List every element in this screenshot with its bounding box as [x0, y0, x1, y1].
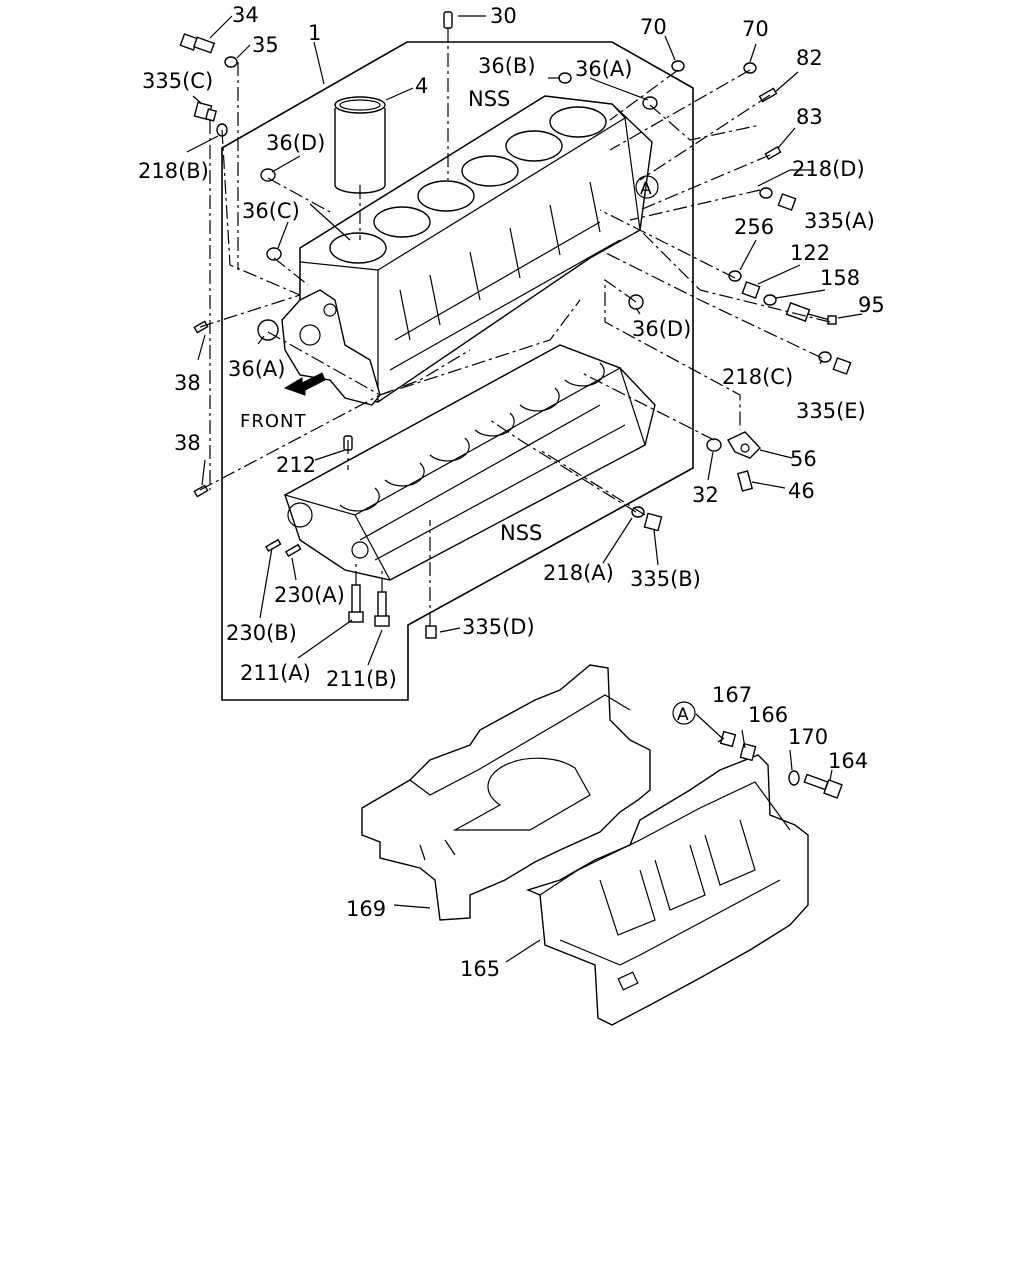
washer-170 — [788, 770, 800, 786]
label-170: 170 — [788, 725, 828, 749]
part-labels: 34 35 1 30 70 70 82 335(C) 4 36(B) 36(A)… — [138, 3, 885, 981]
assembly-frame — [221, 41, 694, 701]
label-256: 256 — [734, 215, 774, 239]
label-32: 32 — [692, 483, 719, 507]
label-36b: 36(B) — [478, 54, 536, 78]
label-46: 46 — [788, 479, 815, 503]
sensor-95 — [785, 302, 837, 325]
cylinder-liner — [334, 96, 386, 194]
label-212: 212 — [276, 453, 316, 477]
stiffener-169 — [361, 664, 651, 921]
label-169: 169 — [346, 897, 386, 921]
label-230b: 230(B) — [226, 621, 297, 645]
plug-36b — [558, 72, 572, 84]
pin-230b — [264, 538, 282, 553]
label-167: 167 — [712, 683, 752, 707]
label-218b: 218(B) — [138, 159, 209, 183]
plug-122 — [741, 281, 761, 299]
label-36a-left: 36(A) — [228, 357, 285, 381]
plug-335a — [777, 193, 797, 211]
label-335b: 335(B) — [630, 567, 701, 591]
oil-pan-165 — [525, 754, 809, 1026]
label-30: 30 — [490, 4, 517, 28]
alignment-lines — [199, 28, 831, 626]
label-36c: 36(C) — [242, 199, 300, 223]
label-164: 164 — [828, 749, 868, 773]
bolt-211b — [374, 591, 390, 627]
label-70b: 70 — [742, 17, 769, 41]
plug-335d — [425, 625, 437, 639]
plug-34 — [179, 33, 216, 54]
label-218c: 218(C) — [722, 365, 793, 389]
label-82: 82 — [796, 46, 823, 70]
label-70a: 70 — [640, 15, 667, 39]
callout-a-lower: A — [677, 705, 689, 725]
label-218d: 218(D) — [792, 157, 865, 181]
dowel-30 — [443, 11, 453, 29]
pin-83 — [764, 145, 782, 161]
label-4: 4 — [415, 74, 428, 98]
label-83: 83 — [796, 105, 823, 129]
bolt-164 — [803, 773, 843, 799]
plug-36c — [266, 247, 282, 261]
plug-335c — [193, 101, 218, 122]
label-335e: 335(E) — [796, 399, 866, 423]
plug-36a-left — [257, 319, 279, 341]
label-122: 122 — [790, 241, 830, 265]
washer-256 — [728, 270, 742, 282]
spacer-166 — [739, 742, 757, 762]
label-1: 1 — [308, 21, 321, 45]
label-56: 56 — [790, 447, 817, 471]
leader-lines — [186, 15, 863, 963]
label-166: 166 — [748, 703, 788, 727]
label-95: 95 — [858, 293, 885, 317]
plug-70b — [743, 62, 757, 74]
label-211b: 211(B) — [326, 667, 397, 691]
label-218a: 218(A) — [543, 561, 614, 585]
plug-70a — [671, 60, 685, 72]
label-38b: 38 — [174, 431, 201, 455]
bolt-46 — [736, 470, 754, 492]
label-211a: 211(A) — [240, 661, 311, 685]
label-36a-top: 36(A) — [575, 57, 632, 81]
pin-82 — [758, 87, 778, 103]
label-36d-mid: 36(D) — [632, 317, 691, 341]
callout-a-circle-lower — [672, 701, 696, 725]
label-front: FRONT — [240, 411, 307, 432]
plug-36d-top — [260, 168, 276, 182]
label-335a: 335(A) — [804, 209, 875, 233]
label-34: 34 — [232, 3, 259, 27]
label-158: 158 — [820, 266, 860, 290]
bolt-211a — [348, 584, 364, 623]
front-arrow — [283, 372, 326, 396]
washer-218d — [759, 187, 773, 199]
label-335c: 335(C) — [142, 69, 213, 93]
label-nss-bottom: NSS — [500, 521, 542, 545]
crankcase — [283, 344, 656, 581]
cylinder-block — [281, 95, 653, 406]
plug-335b — [643, 512, 663, 532]
washer-158 — [763, 294, 777, 306]
label-165: 165 — [460, 957, 500, 981]
plug-32 — [706, 438, 722, 452]
label-230a: 230(A) — [274, 583, 345, 607]
plug-335e — [832, 357, 852, 375]
callout-a-circle-upper — [635, 175, 659, 199]
label-nss-top: NSS — [468, 87, 510, 111]
bracket-56 — [727, 431, 761, 459]
label-35: 35 — [252, 33, 279, 57]
callout-a-upper: A — [640, 179, 652, 199]
label-36d-top: 36(D) — [266, 131, 325, 155]
label-38a: 38 — [174, 371, 201, 395]
label-335d: 335(D) — [462, 615, 535, 639]
oring-35 — [224, 56, 238, 68]
pin-230a — [284, 543, 302, 558]
